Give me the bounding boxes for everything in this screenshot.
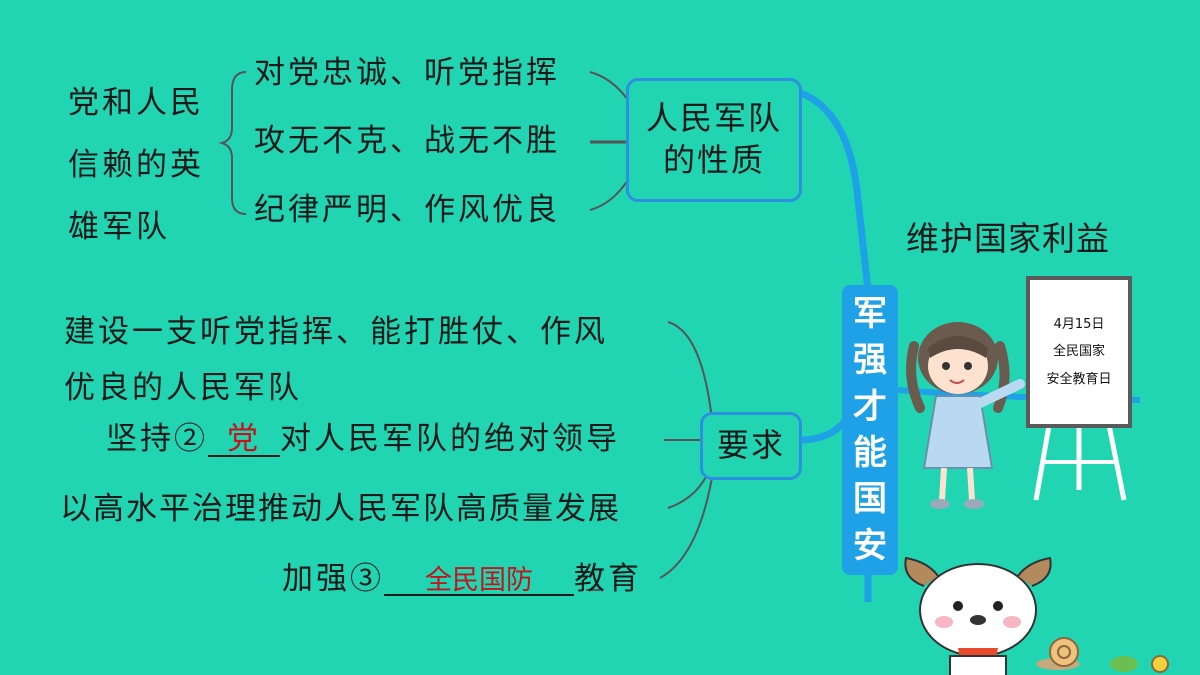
info-board: 4月15日 全民国家 安全教育日 — [1026, 276, 1132, 428]
req-item-1-line-1: 建设一支听党指挥、能打胜仗、作风 — [64, 314, 608, 350]
requirements-box-label: 要求 — [716, 426, 785, 465]
dog-illustration — [904, 556, 1052, 675]
nature-item-2: 攻无不克、战无不胜 — [254, 123, 560, 159]
req-item-4-blank: 全民国防 — [384, 567, 574, 596]
nature-item-1: 对党忠诚、听党指挥 — [254, 55, 560, 91]
req-item-4-prefix: 加强③ — [282, 561, 384, 597]
req-item-1: 建设一支听党指挥、能打胜仗、作风 优良的人民军队 — [64, 304, 608, 416]
central-char-5: 国 — [853, 479, 887, 520]
girl-illustration — [906, 322, 1025, 509]
connector-req-1 — [667, 321, 713, 421]
req-item-2-prefix: 坚持② — [106, 421, 208, 457]
requirements-box: 要求 — [700, 412, 802, 480]
nature-box-line-2: 的性质 — [662, 141, 765, 179]
req-item-4-answer: 全民国防 — [425, 565, 533, 596]
left-label-line-2: 信赖的英 — [68, 147, 204, 183]
nature-item-3: 纪律严明、作风优良 — [254, 192, 560, 228]
branch-to-requirements — [796, 416, 850, 444]
req-item-2-answer: 党 — [227, 421, 261, 457]
req-item-3: 以高水平治理推动人民军队高质量发展 — [60, 491, 621, 527]
brace — [218, 71, 247, 215]
connector-item-1 — [589, 71, 629, 101]
central-char-2: 强 — [853, 340, 887, 381]
req-item-2-blank: 党 — [208, 424, 280, 457]
left-label: 党和人民 信赖的英 雄军队 — [68, 72, 204, 258]
req-item-4-suffix: 教育 — [574, 561, 642, 597]
nature-box-line-1: 人民军队 — [645, 99, 782, 138]
central-char-1: 军 — [853, 294, 887, 335]
right-heading: 维护国家利益 — [906, 219, 1110, 258]
req-item-2: 坚持② 党对人民军队的绝对领导 — [106, 424, 620, 457]
board-line-1: 4月15日 — [1053, 317, 1105, 333]
connector-item-3 — [589, 179, 629, 211]
board-line-3: 安全教育日 — [1046, 371, 1112, 387]
central-char-4: 能 — [853, 433, 887, 474]
left-label-line-3: 雄军队 — [68, 209, 170, 245]
nature-box: 人民军队 的性质 — [626, 78, 802, 202]
easel-stand — [1033, 420, 1127, 501]
board-line-2: 全民国家 — [1052, 344, 1105, 360]
branch-to-box — [794, 88, 872, 294]
central-char-3: 才 — [853, 386, 887, 427]
central-char-6: 安 — [853, 525, 887, 566]
connector-req-4 — [659, 465, 715, 579]
central-title-bar: 军 强 才 能 国 安 — [842, 285, 898, 575]
left-label-line-1: 党和人民 — [68, 85, 204, 121]
req-item-2-suffix: 对人民军队的绝对领导 — [280, 421, 620, 457]
req-item-1-line-2: 优良的人民军队 — [64, 370, 302, 406]
snail-decoration — [1036, 637, 1169, 673]
req-item-4: 加强③ 全民国防 教育 — [282, 564, 642, 596]
